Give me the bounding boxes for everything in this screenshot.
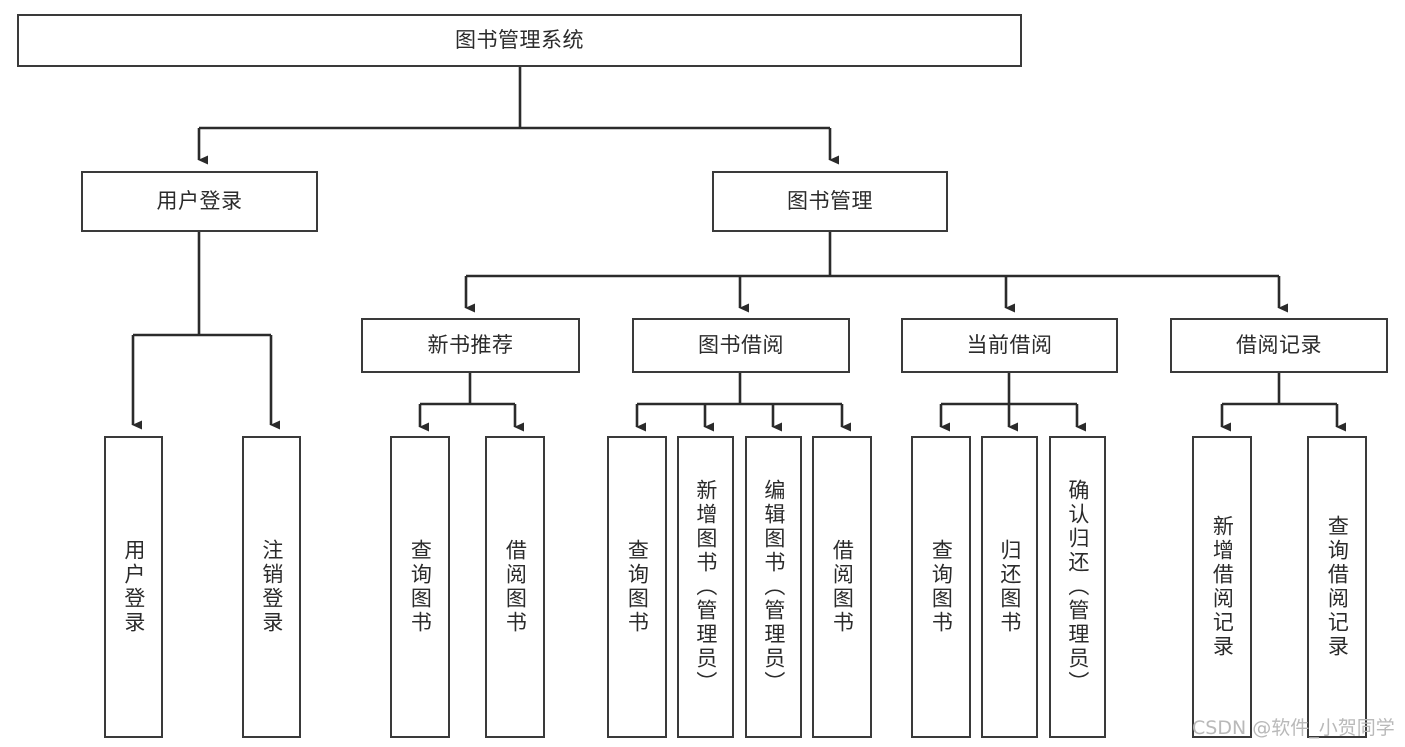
node-leaf-borrow-book-1-label: 借阅图书 [503, 539, 528, 635]
node-leaf-user-logout-label: 注销登录 [259, 539, 284, 635]
node-leaf-query-record[interactable]: 查询借阅记录 [1307, 436, 1367, 738]
node-borrow-record[interactable]: 借阅记录 [1170, 318, 1388, 373]
node-leaf-user-login[interactable]: 用户登录 [104, 436, 163, 738]
node-leaf-edit-book-label: 编辑图书（管理员） [761, 479, 786, 695]
node-leaf-user-login-label: 用户登录 [121, 539, 146, 635]
node-leaf-confirm-return[interactable]: 确认归还（管理员） [1049, 436, 1106, 738]
node-current-borrow-label: 当前借阅 [966, 333, 1053, 357]
node-book-borrow[interactable]: 图书借阅 [632, 318, 850, 373]
node-new-book-recommend-label: 新书推荐 [427, 333, 514, 357]
node-leaf-add-record-label: 新增借阅记录 [1210, 515, 1235, 659]
node-book-management[interactable]: 图书管理 [712, 171, 948, 232]
node-current-borrow[interactable]: 当前借阅 [901, 318, 1118, 373]
node-leaf-return-book-label: 归还图书 [997, 539, 1022, 635]
node-leaf-query-book-1-label: 查询图书 [408, 539, 433, 635]
node-leaf-query-book-2[interactable]: 查询图书 [607, 436, 667, 738]
node-new-book-recommend[interactable]: 新书推荐 [361, 318, 580, 373]
node-leaf-borrow-book-2-label: 借阅图书 [830, 539, 855, 635]
node-leaf-edit-book[interactable]: 编辑图书（管理员） [745, 436, 802, 738]
node-leaf-add-book-label: 新增图书（管理员） [693, 479, 718, 695]
node-leaf-add-record[interactable]: 新增借阅记录 [1192, 436, 1252, 738]
node-root[interactable]: 图书管理系统 [17, 14, 1022, 67]
node-leaf-user-logout[interactable]: 注销登录 [242, 436, 301, 738]
node-leaf-query-book-3[interactable]: 查询图书 [911, 436, 971, 738]
node-book-management-label: 图书管理 [787, 189, 873, 213]
node-leaf-borrow-book-2[interactable]: 借阅图书 [812, 436, 872, 738]
node-borrow-record-label: 借阅记录 [1236, 333, 1322, 357]
watermark-text: CSDN @软件_小贺同学 [1192, 717, 1395, 739]
node-leaf-query-record-label: 查询借阅记录 [1325, 515, 1350, 659]
node-leaf-query-book-2-label: 查询图书 [625, 539, 650, 635]
node-user-login[interactable]: 用户登录 [81, 171, 318, 232]
node-root-label: 图书管理系统 [455, 28, 584, 52]
node-leaf-borrow-book-1[interactable]: 借阅图书 [485, 436, 545, 738]
node-leaf-return-book[interactable]: 归还图书 [981, 436, 1038, 738]
node-leaf-query-book-3-label: 查询图书 [929, 539, 954, 635]
node-leaf-confirm-return-label: 确认归还（管理员） [1065, 479, 1090, 695]
node-book-borrow-label: 图书借阅 [698, 333, 784, 357]
node-leaf-add-book[interactable]: 新增图书（管理员） [677, 436, 734, 738]
node-leaf-query-book-1[interactable]: 查询图书 [390, 436, 450, 738]
node-user-login-label: 用户登录 [156, 189, 243, 213]
